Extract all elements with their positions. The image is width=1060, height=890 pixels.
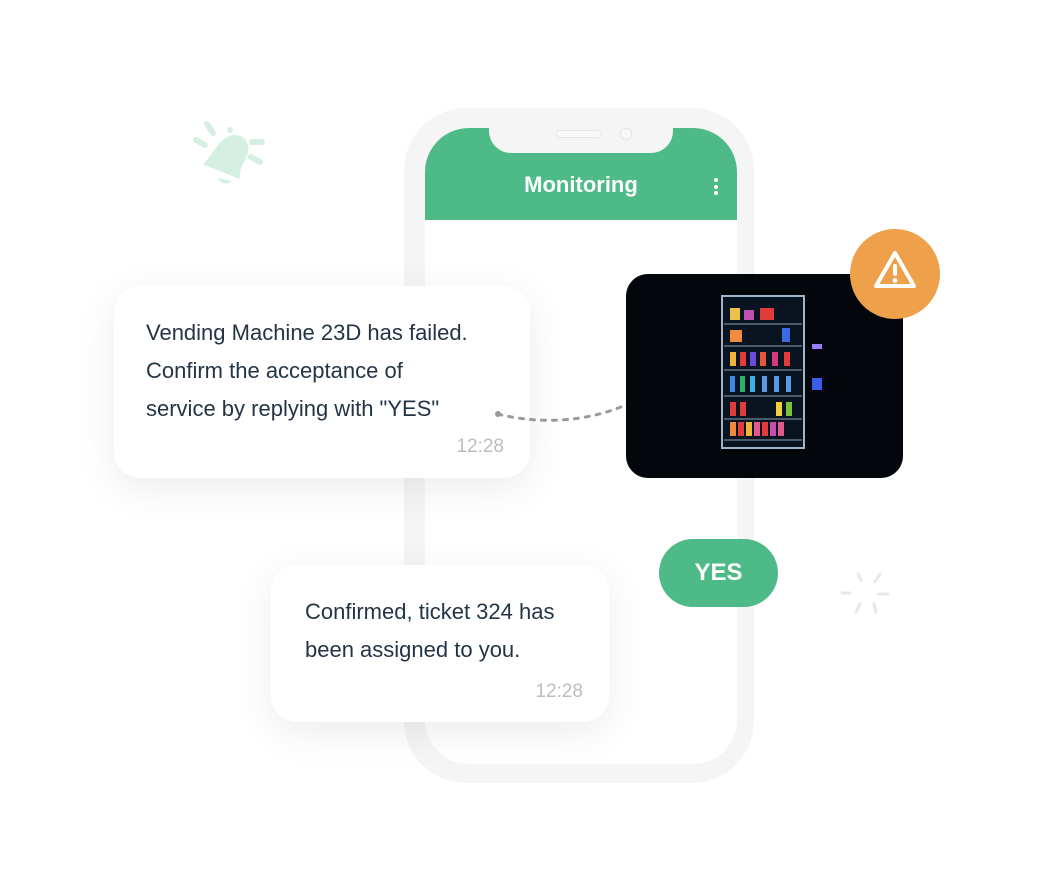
- message-line: Confirmed, ticket 324 has: [305, 599, 555, 624]
- sparkle-icon: [840, 572, 890, 614]
- app-header: Monitoring: [425, 128, 737, 220]
- message-line: been assigned to you.: [305, 637, 521, 662]
- reply-yes-bubble: YES: [659, 539, 778, 607]
- warning-triangle-icon: [874, 251, 916, 288]
- message-bubble-confirmation: Confirmed, ticket 324 has been assigned …: [271, 565, 609, 722]
- message-line: Vending Machine 23D has failed.: [146, 320, 468, 345]
- message-time: 12:28: [456, 436, 504, 457]
- page-title: Monitoring: [524, 172, 638, 197]
- warning-badge: [850, 229, 940, 319]
- camera: [620, 128, 632, 140]
- vending-machine-photo[interactable]: [626, 274, 903, 478]
- bell-icon: [193, 121, 265, 184]
- speaker: [556, 130, 602, 138]
- message-time: 12:28: [535, 681, 583, 702]
- kebab-menu-icon[interactable]: [713, 178, 719, 198]
- message-line: service by replying with "YES": [146, 396, 440, 421]
- message-line: Confirm the acceptance of: [146, 358, 403, 383]
- vending-machine-illustration: [721, 295, 822, 449]
- message-bubble-failure: Vending Machine 23D has failed. Confirm …: [114, 286, 530, 478]
